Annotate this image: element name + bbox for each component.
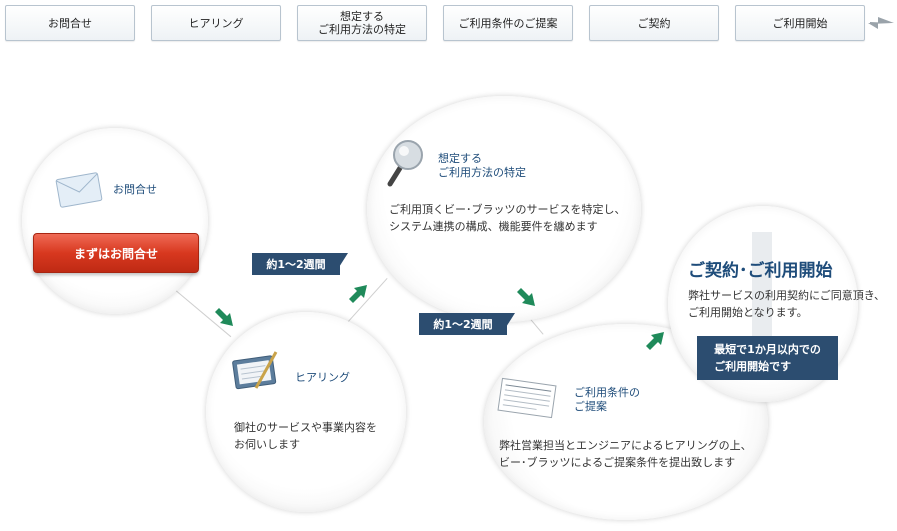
step-start: ご利用開始: [735, 5, 865, 41]
document-icon: [497, 377, 557, 419]
start-highlight-box: 最短で1か月以内での ご利用開始です: [697, 336, 838, 380]
step-proposal: ご利用条件のご提案: [443, 5, 573, 41]
hearing-desc: 御社のサービスや事業内容を お伺いします: [234, 421, 377, 451]
inquiry-button[interactable]: まずはお問合せ: [33, 233, 199, 273]
hearing-circle: [206, 312, 406, 512]
arrow-down-right-icon: [517, 288, 535, 306]
identify-circle: [367, 96, 641, 322]
step-hearing: ヒアリング: [151, 5, 281, 41]
duration-badge-2: 約1～2週間: [419, 313, 507, 335]
process-steps-bar: お問合せ ヒアリング 想定する ご利用方法の特定 ご利用条件のご提案 ご契約 ご…: [0, 0, 897, 50]
badge-tail: [501, 313, 515, 335]
hearing-title: ヒアリング: [295, 371, 350, 384]
step-inquiry: お問合せ: [5, 5, 135, 41]
magnifier-icon: [387, 140, 423, 187]
arrow-up-right-icon: [646, 332, 664, 350]
identify-title: 想定する ご利用方法の特定: [438, 152, 526, 179]
contract-desc: 弊社サービスの利用契約にご同意頂き、 ご利用開始となります。: [688, 289, 886, 319]
envelope-icon: [55, 172, 103, 208]
proposal-title: ご利用条件の ご提案: [574, 386, 640, 413]
inquiry-title: お問合せ: [113, 183, 157, 196]
duration-badge-1: 約1～2週間: [252, 253, 340, 275]
step-contract: ご契約: [589, 5, 719, 41]
proposal-desc: 弊社営業担当とエンジニアによるヒアリングの上、 ビー･ブラッツによるご提案条件を…: [499, 439, 752, 469]
inquiry-circle: [22, 128, 208, 314]
identify-desc: ご利用頂くビー･ブラッツのサービスを特定し、 システム連携の構成、機能要件を纏め…: [389, 203, 626, 233]
arrow-up-right-icon: [349, 285, 367, 303]
arrow-right-icon: [868, 17, 894, 29]
badge-tail: [334, 253, 348, 275]
clipboard-pen-icon: [232, 351, 278, 390]
arrow-down-right-icon: [215, 308, 233, 326]
step-identify: 想定する ご利用方法の特定: [297, 5, 427, 41]
contract-title: ご契約･ご利用開始: [688, 261, 833, 281]
